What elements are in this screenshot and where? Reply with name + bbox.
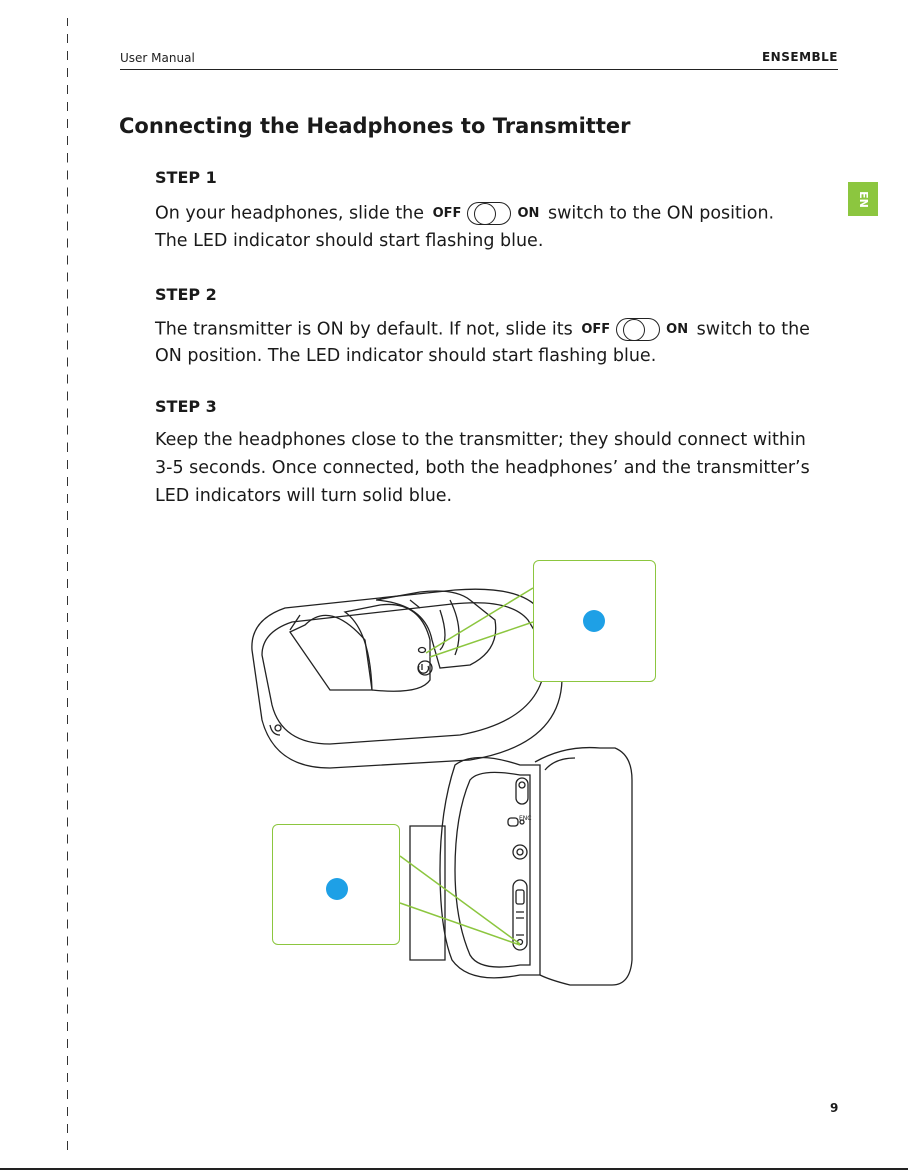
step2-heading: STEP 2 xyxy=(155,285,217,304)
step3-line3: LED indicators will turn solid blue. xyxy=(155,486,453,506)
step1-text-before: On your headphones, slide the xyxy=(155,203,425,224)
transmitter-led-callout xyxy=(533,560,656,682)
switch-on-label: ON xyxy=(666,322,689,337)
step1-text-after: switch to the ON position. xyxy=(547,203,775,224)
switch-on-label: ON xyxy=(517,206,540,221)
cut-guide-line xyxy=(67,18,68,1158)
step1-heading: STEP 1 xyxy=(155,168,217,187)
bottom-rule xyxy=(0,1168,908,1170)
switch-pill-icon xyxy=(616,318,661,341)
step1-line1: On your headphones, slide the OFF ON swit… xyxy=(155,202,774,225)
headphone-illustration: ENC xyxy=(409,746,633,986)
switch-off-label: OFF xyxy=(432,206,462,221)
callout-connector-bottom xyxy=(399,855,521,946)
switch-pill-icon xyxy=(467,202,512,225)
transmitter-illustration xyxy=(251,588,563,769)
language-tab-label: EN xyxy=(856,190,870,208)
switch-off-label: OFF xyxy=(581,322,611,337)
led-solid-blue-icon xyxy=(326,878,348,900)
step2-text-after: switch to the xyxy=(696,319,810,340)
step3-line2: 3-5 seconds. Once connected, both the he… xyxy=(155,458,810,478)
step2-line1: The transmitter is ON by default. If not… xyxy=(155,318,810,341)
callout-connector-top xyxy=(425,587,534,658)
step3-heading: STEP 3 xyxy=(155,397,217,416)
page-number: 9 xyxy=(830,1101,839,1115)
svg-text:ENC: ENC xyxy=(519,815,531,822)
headphone-led-callout xyxy=(272,824,400,945)
page-header: User Manual ENSEMBLE xyxy=(120,48,838,70)
header-manual-label: User Manual xyxy=(120,51,195,65)
step2-line2: ON position. The LED indicator should st… xyxy=(155,346,657,366)
step2-text-before: The transmitter is ON by default. If not… xyxy=(155,319,573,340)
step1-line2: The LED indicator should start flashing … xyxy=(155,231,544,251)
header-brand: ENSEMBLE xyxy=(761,50,838,64)
led-solid-blue-icon xyxy=(583,610,605,632)
power-switch-icon: OFF ON xyxy=(432,202,540,225)
power-switch-icon: OFF ON xyxy=(581,318,688,341)
step3-line1: Keep the headphones close to the transmi… xyxy=(155,430,806,450)
language-tab: EN xyxy=(848,182,878,216)
page-title: Connecting the Headphones to Transmitter xyxy=(119,114,631,138)
